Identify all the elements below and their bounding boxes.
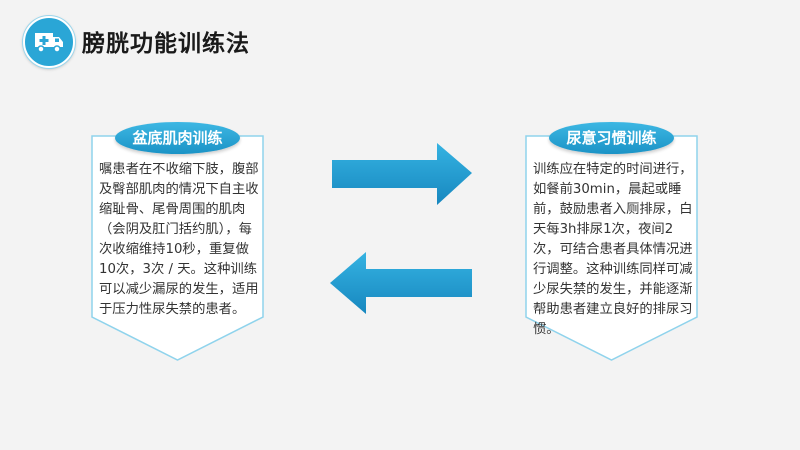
panel-title: 盆底肌肉训练 bbox=[115, 122, 240, 154]
arrow-right-icon bbox=[332, 143, 472, 205]
panel-text: 嘱患者在不收缩下肢，腹部及臀部肌肉的情况下自主收缩耻骨、尾骨周围的肌肉（会阴及肛… bbox=[99, 162, 259, 317]
arrow-left-icon bbox=[330, 252, 472, 314]
panel-title: 尿意习惯训练 bbox=[549, 122, 674, 154]
page-title: 膀胱功能训练法 bbox=[82, 31, 250, 57]
panel-text: 训练应在特定的时间进行，如餐前30min，晨起或睡前，鼓励患者入厕排尿，白天每3… bbox=[533, 162, 693, 337]
panel-pelvic-floor: 盆底肌肉训练 嘱患者在不收缩下肢，腹部及臀部肌肉的情况下自主收缩耻骨、尾骨周围的… bbox=[90, 122, 265, 362]
ambulance-icon bbox=[35, 33, 63, 53]
logo-badge bbox=[23, 16, 75, 68]
panel-habit-training: 尿意习惯训练 训练应在特定的时间进行，如餐前30min，晨起或睡前，鼓励患者入厕… bbox=[524, 122, 699, 362]
